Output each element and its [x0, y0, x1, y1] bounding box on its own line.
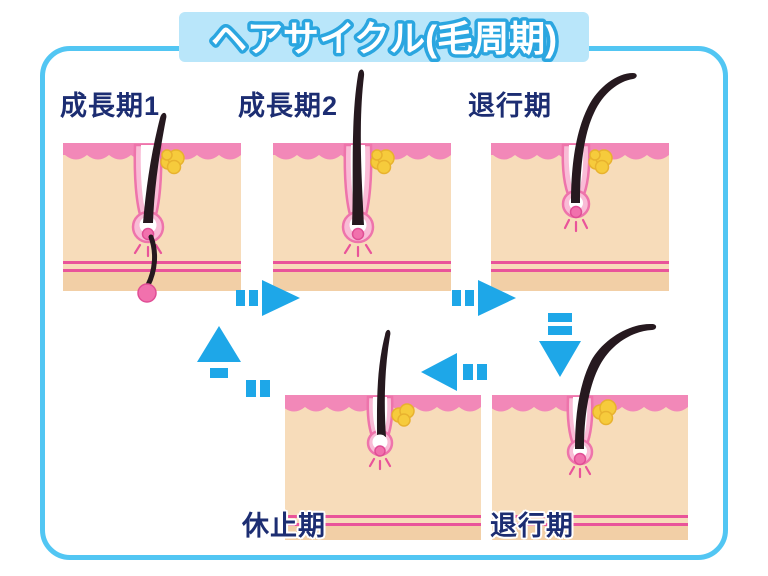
hair-shaft	[575, 323, 657, 449]
stage-label-catagen-bottom: 退行期	[490, 511, 574, 541]
shed-hair-bulb	[137, 283, 157, 303]
dermal-papilla	[351, 227, 365, 241]
sebaceous-gland	[588, 149, 613, 175]
subcutaneous-layer	[285, 526, 481, 540]
skin-layer-line	[491, 261, 669, 264]
follicle-roots	[133, 243, 163, 258]
panel-telogen	[283, 315, 481, 565]
skin-layer-line	[273, 261, 451, 264]
panel-catagen-top	[491, 63, 669, 313]
hair-shaft	[352, 69, 365, 225]
skin-layer-line	[492, 515, 688, 518]
follicle-roots	[343, 243, 373, 258]
stage-label-catagen-top: 退行期	[468, 91, 552, 121]
stage-label-anagen-2: 成長期2	[238, 91, 339, 121]
arrow-anagen1-to-anagen2	[236, 280, 300, 321]
arrow-catagen-top-to-bottom	[539, 313, 581, 382]
follicle-roots	[568, 465, 592, 479]
subcutaneous-layer	[491, 272, 669, 291]
subcutaneous-layer	[273, 272, 451, 291]
arrow-catagen-to-telogen	[421, 353, 491, 396]
club-hair-bulb	[372, 434, 388, 450]
follicle-roots	[368, 457, 392, 471]
skin-layer-line	[285, 523, 481, 526]
hair-shaft	[143, 112, 167, 223]
panel-anagen-2	[273, 63, 451, 313]
skin-layer-line	[273, 269, 451, 272]
shed-hair	[145, 234, 158, 288]
arrow-right-icon	[236, 280, 300, 316]
skin-layer-line	[492, 523, 688, 526]
stage-label-anagen-1: 成長期1	[60, 91, 161, 121]
dermal-papilla	[569, 205, 583, 219]
hair-shaft	[376, 329, 391, 437]
arrow-left-icon	[421, 353, 487, 391]
page-title: ヘアサイクル(毛周期)	[211, 18, 557, 59]
panel-anagen-1	[63, 63, 241, 313]
title-box: ヘアサイクル(毛周期)	[179, 12, 589, 63]
arrow-down-icon	[539, 313, 581, 377]
arrow-anagen2-to-catagen	[452, 280, 516, 321]
sebaceous-gland	[160, 149, 185, 175]
sebaceous-gland	[391, 403, 415, 427]
follicle-roots	[563, 218, 589, 233]
skin-layer-line	[285, 515, 481, 518]
arrow-up-bent-icon	[197, 326, 270, 397]
panel-catagen-bottom	[490, 315, 688, 565]
stage-label-telogen: 休止期	[242, 511, 326, 541]
sebaceous-gland	[370, 149, 395, 175]
arrow-telogen-to-anagen	[197, 326, 279, 409]
arrow-right-icon	[452, 280, 516, 316]
dermal-papilla	[374, 445, 386, 457]
title-banner: ヘアサイクル(毛周期)	[207, 15, 560, 63]
skin-layer-line	[491, 269, 669, 272]
dermal-papilla	[573, 452, 587, 466]
hair-shaft	[571, 73, 637, 203]
subcutaneous-layer	[492, 526, 688, 540]
sebaceous-gland	[592, 399, 617, 426]
